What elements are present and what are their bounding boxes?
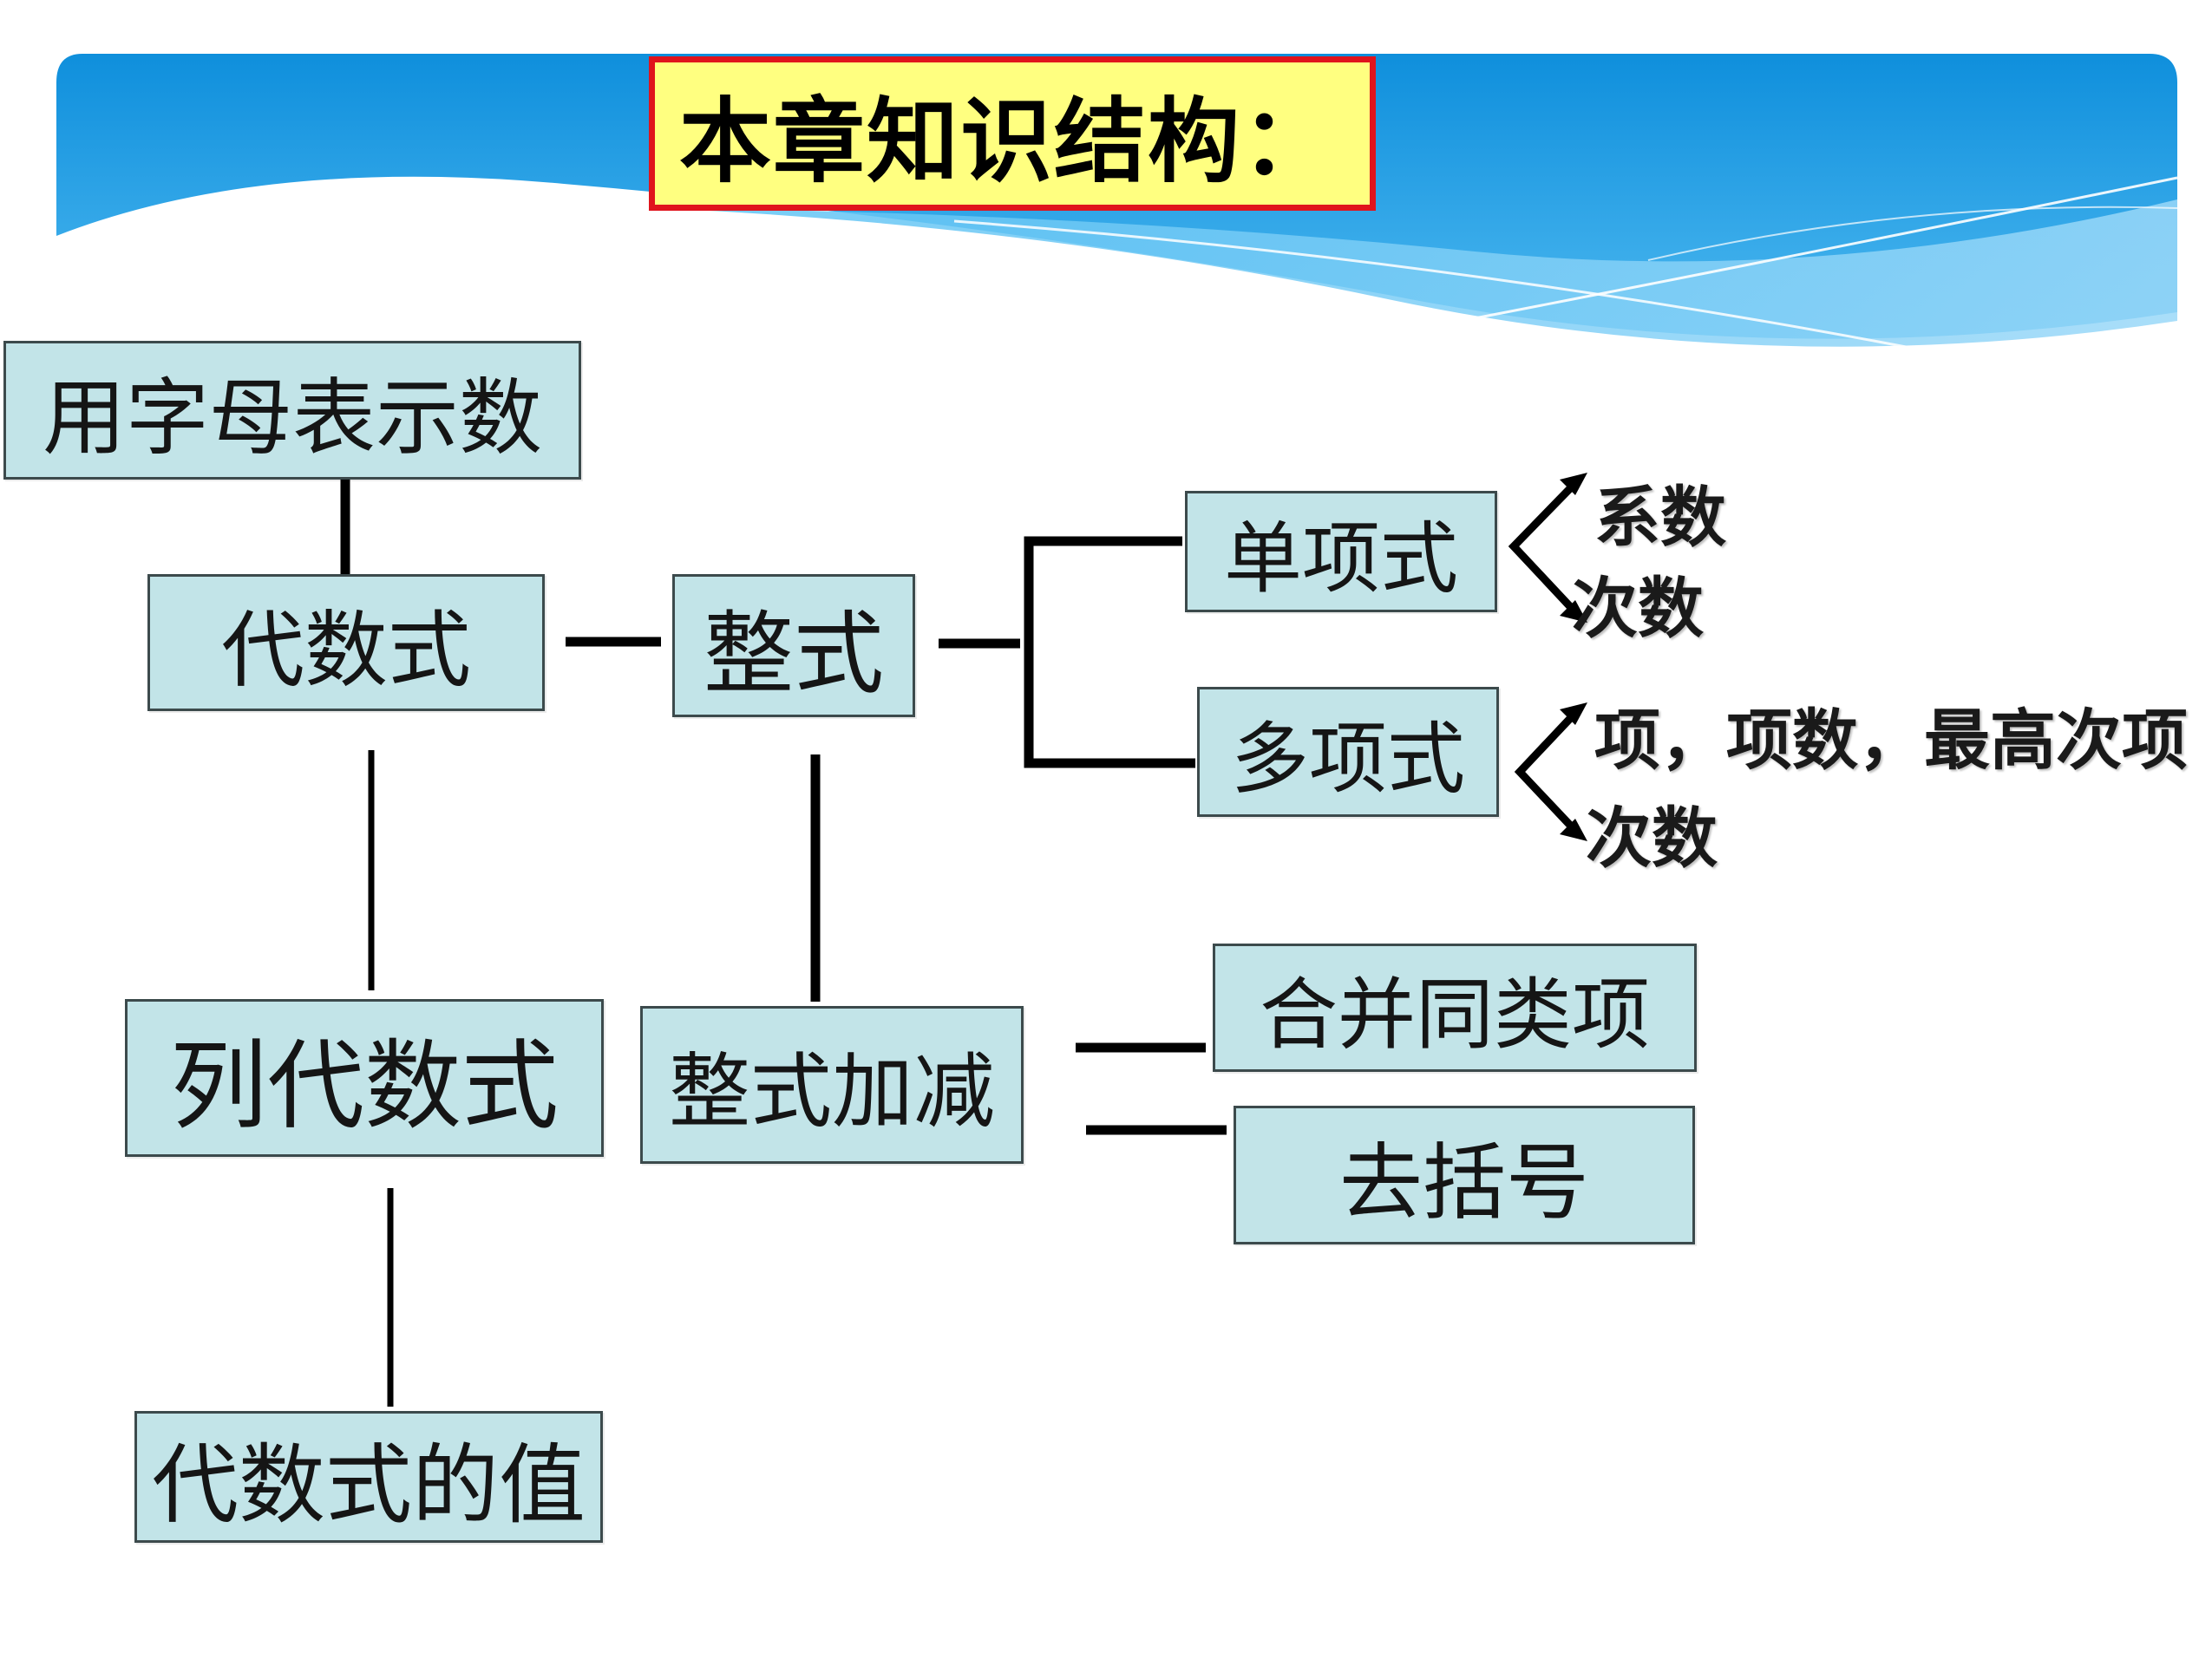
node-algebraic: 代数式 <box>147 574 545 711</box>
link-branch-bracket <box>1024 536 1195 768</box>
label-monomial-degree: 次数 <box>1572 570 1704 647</box>
node-expr-value: 代数式的值 <box>134 1411 603 1543</box>
arrow-head-degree-1 <box>1560 600 1587 623</box>
node-poly-addsub: 整式加减 <box>640 1006 1024 1164</box>
node-write-expr: 列代数式 <box>125 999 604 1157</box>
label-monomial-coefficient: 系数 <box>1594 479 1726 556</box>
node-remove-brackets: 去括号 <box>1234 1106 1695 1244</box>
node-monomial: 单项式 <box>1185 491 1497 612</box>
arrow-head-coefficient <box>1560 473 1587 495</box>
node-combine-terms: 合并同类项 <box>1213 944 1697 1072</box>
node-polynomial: 整式 <box>672 574 915 717</box>
multinomial-arrow-split <box>1514 708 1580 836</box>
label-multinomial-terms: 项，项数，最高次项 <box>1594 702 2188 779</box>
arrow-head-degree-2 <box>1560 819 1587 841</box>
monomial-arrow-split <box>1508 478 1580 617</box>
node-letters: 用字母表示数 <box>3 341 581 480</box>
label-multinomial-degree: 次数 <box>1586 800 1718 877</box>
arrow-head-terms <box>1560 702 1587 725</box>
node-multinomial: 多项式 <box>1197 687 1499 817</box>
page-title: 本章知识结构： <box>649 56 1376 211</box>
